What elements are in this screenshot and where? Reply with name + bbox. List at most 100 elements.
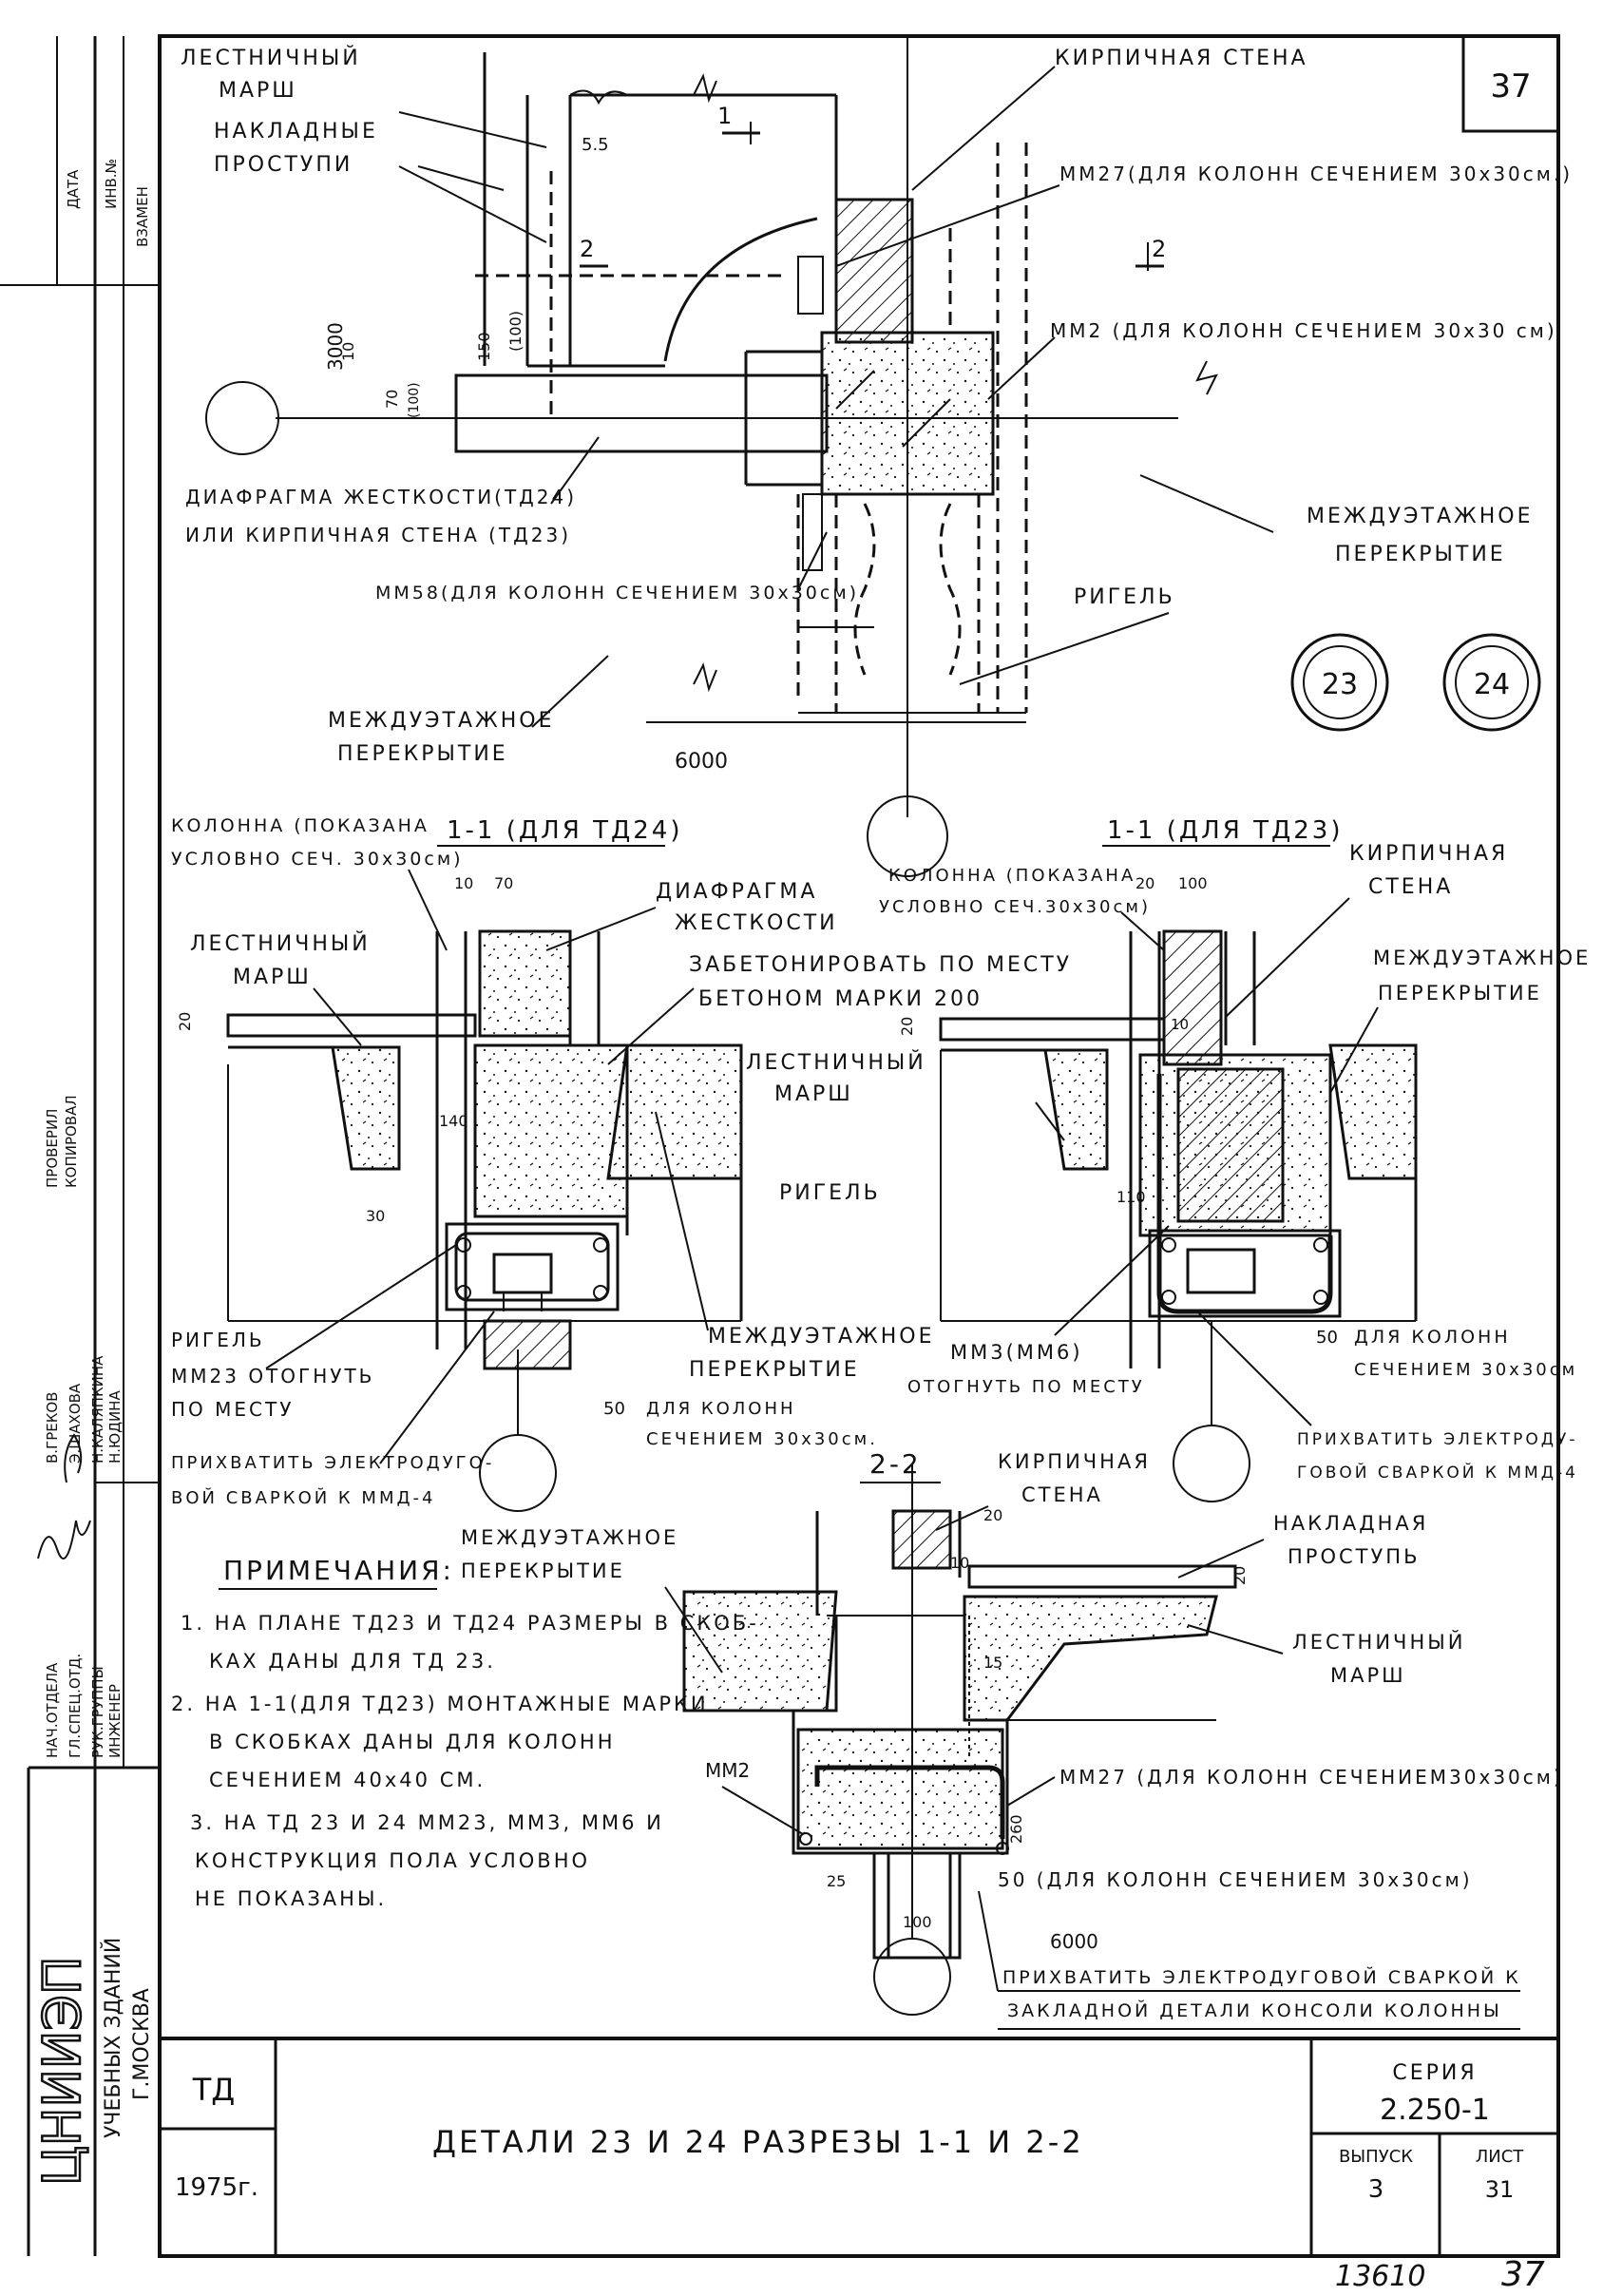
sec-td23-col50: 50 (1316, 1328, 1338, 1348)
sec-td24-mm23-1: ММ23 ОТОГНУТЬ (171, 1365, 374, 1387)
stamp-name-3: Н.КАЛЯПКИНА (89, 1355, 106, 1464)
org-logo: ЦНИИЭП (32, 1956, 92, 2186)
plan-cut-2: 2 (580, 236, 594, 262)
sec-td24-title: 1-1 (ДЛЯ ТД24) (447, 816, 683, 845)
inventory-number: 13610 (1335, 2260, 1425, 2293)
stamp-role-4: ИНЖЕНЕР (106, 1684, 124, 1758)
detail-mark-24-inner (1455, 645, 1529, 719)
notes-title: ПРИМЕЧАНИЯ: (223, 1555, 454, 1586)
stamp-role-3: РУК.ГРУППЫ (89, 1666, 106, 1758)
sec-td23-col50-3: СЕЧЕНИЕМ 30х30см (1354, 1360, 1577, 1380)
sec-td24-weld-1: ПРИХВАТИТЬ ЭЛЕКТРОДУГО- (171, 1453, 494, 1473)
detail-mark-23: 23 (1322, 668, 1358, 701)
sheet-number-bottom: 37 (1501, 2255, 1545, 2294)
sec-td24-diaphragm-2: ЖЕСТКОСТИ (675, 911, 838, 935)
tb-year: 1975г. (175, 2173, 258, 2202)
plan-treads-lbl-1: НАКЛАДНЫЕ (214, 120, 378, 144)
sec-td24-dim-140: 140 (439, 1112, 468, 1130)
plan-mm27-lbl: ММ27(ДЛЯ КОЛОНН СЕЧЕНИЕМ 30х30см.) (1059, 163, 1573, 185)
sec-td23-col50-2: ДЛЯ КОЛОНН (1354, 1327, 1511, 1348)
sec-td23-weld-1: ПРИХВАТИТЬ ЭЛЕКТРОДУ- (1297, 1430, 1578, 1449)
sec-td24-col50: 50 (603, 1399, 625, 1419)
plan-dim-3000: 3000 (324, 322, 347, 371)
plan-dim-100a: (100) (506, 311, 525, 352)
plan-view: ЛЕСТНИЧНЫЙ МАРШ НАКЛАДНЫЕ ПРОСТУПИ КИРПИ… (181, 38, 1573, 877)
sec-td23-brick-2: СТЕНА (1368, 875, 1453, 899)
sec-td24-col50-2: ДЛЯ КОЛОНН (646, 1399, 796, 1419)
sec22-brick-2: СТЕНА (1021, 1483, 1103, 1506)
plan-brick-wall-lbl: КИРПИЧНАЯ СТЕНА (1055, 47, 1308, 70)
plan-treads-lbl-2: ПРОСТУПИ (214, 153, 353, 177)
sec-td23-mm3-1: ММ3(ММ6) (950, 1341, 1083, 1364)
sec-td24-column-1: КОЛОННА (ПОКАЗАНА (171, 815, 429, 836)
sheet-frame: 37 (158, 34, 1560, 2258)
tb-code: ТД (192, 2072, 236, 2108)
sec22-stair-1: ЛЕСТНИЧНЫЙ (1292, 1630, 1465, 1654)
plan-orbrick-lbl: ИЛИ КИРПИЧНАЯ СТЕНА (ТД23) (185, 524, 571, 546)
note-1-line-1: 1. НА ПЛАНЕ ТД23 И ТД24 РАЗМЕРЫ В СКОБ- (181, 1612, 759, 1635)
sec22-dim-15: 15 (983, 1654, 1002, 1672)
sec-td24-concrete-2: БЕТОНОМ МАРКИ 200 (698, 987, 983, 1011)
plan-dim-6000: 6000 (675, 750, 728, 774)
section-1-1-td24: 1-1 (ДЛЯ ТД24) КОЛОННА (ПОКАЗАНА УСЛОВНО… (171, 815, 1069, 1512)
tb-series-label: СЕРИЯ (1392, 2061, 1477, 2085)
sec-td24-stair-2: МАРШ (233, 966, 312, 989)
sec-td23-dim-10: 10 (1171, 1016, 1189, 1033)
sec-td24-floor-1: МЕЖДУЭТАЖНОЕ (708, 1325, 934, 1349)
plan-cut-1: 1 (717, 103, 732, 129)
sec22-tread-1: НАКЛАДНАЯ (1273, 1512, 1428, 1535)
detail-mark-23-outer (1290, 633, 1389, 732)
sec-td24-dim-30: 30 (366, 1207, 385, 1225)
sec22-dim-25: 25 (827, 1872, 846, 1890)
tb-sheet: 31 (1485, 2176, 1515, 2203)
sec22-tread-2: ПРОСТУПЬ (1288, 1545, 1420, 1568)
note-2-line-1: 2. НА 1-1(ДЛЯ ТД23) МОНТАЖНЫЕ МАРКИ (171, 1693, 709, 1715)
tb-issue: 3 (1368, 2175, 1384, 2204)
sec22-dim-6000: 6000 (1050, 1930, 1098, 1953)
plan-diaphragm-lbl: ДИАФРАГМА ЖЕСТКОСТИ(ТД24) (185, 486, 577, 508)
section-1-1-td23: 1-1 (ДЛЯ ТД23) КОЛОННА (ПОКАЗАНА УСЛОВНО… (746, 816, 1588, 1502)
sec-td24-floor-2: ПЕРЕКРЫТИЕ (689, 1358, 860, 1382)
sec-td23-brick-1: КИРПИЧНАЯ (1349, 842, 1508, 866)
sec22-floor-1: МЕЖДУЭТАЖНОЕ (461, 1526, 678, 1549)
sec22-title: 2-2 (869, 1448, 922, 1480)
sec-td24-girder-lbl: РИГЕЛЬ (171, 1329, 265, 1351)
note-2-line-3: СЕЧЕНИЕМ 40х40 СМ. (209, 1769, 486, 1791)
sec-td23-dim-100: 100 (1178, 874, 1208, 892)
note-3-line-3: НЕ ПОКАЗАНЫ. (195, 1887, 387, 1910)
side-stamp: ДАТА ИНВ.№ ВЗАМЕН ПРОВЕРИЛ КОПИРОВАЛ НАЧ… (0, 36, 160, 2256)
sec22-dim-10: 10 (950, 1554, 969, 1572)
plan-floor-bottom-1: МЕЖДУЭТАЖНОЕ (328, 709, 554, 733)
tb-sheet-label: ЛИСТ (1476, 2147, 1525, 2167)
sec-td23-dim-20: 20 (1135, 874, 1155, 892)
stamp-checked: ПРОВЕРИЛ (44, 1109, 61, 1188)
plan-dim-100b: (100) (407, 382, 422, 418)
sec-td24-stair-1: ЛЕСТНИЧНЫЙ (190, 931, 371, 956)
org-sub-1: УЧЕБНЫХ ЗДАНИЙ (101, 1938, 125, 2138)
sec-td24-girder: РИГЕЛЬ (779, 1181, 881, 1205)
detail-mark-24: 24 (1474, 668, 1510, 701)
sec-td23-weld-2: ГОВОЙ СВАРКОЙ К ММД-4 (1297, 1462, 1578, 1483)
sec22-weld-2: ЗАКЛАДНОЙ ДЕТАЛИ КОНСОЛИ КОЛОННЫ (1007, 1999, 1502, 2021)
sec-td24-dim-10: 10 (454, 874, 473, 892)
plan-cut-2b: 2 (1152, 236, 1166, 262)
sec-td24-dim-20: 20 (176, 1012, 194, 1031)
note-3-line-1: 3. НА ТД 23 И 24 ММ23, ММ3, ММ6 И (190, 1811, 664, 1834)
sec-td24-weld-2: ВОЙ СВАРКОЙ К ММД-4 (171, 1487, 436, 1508)
section-2-2: 2-2 МЕЖДУЭТАЖНОЕ ПЕРЕКРЫТИЕ КИРПИЧНАЯ СТ… (461, 1448, 1561, 2030)
detail-mark-24-outer (1442, 633, 1541, 732)
stamp-name-2: Э.ШАХОВА (67, 1383, 84, 1464)
sec22-dim-20: 20 (983, 1506, 1002, 1524)
plan-stair-lbl-2: МАРШ (219, 79, 297, 103)
plan-mm58-lbl: ММ58(ДЛЯ КОЛОНН СЕЧЕНИЕМ 30х30см) (375, 583, 859, 603)
sec-td23-dim-110: 110 (1116, 1188, 1146, 1206)
sec-td24-column-2: УСЛОВНО СЕЧ. 30х30см) (171, 849, 464, 870)
stamp-inv: ИНВ.№ (103, 159, 120, 209)
plan-floor-bottom-2: ПЕРЕКРЫТИЕ (337, 742, 508, 766)
sec-td23-floor-2: ПЕРЕКРЫТИЕ (1378, 982, 1542, 1004)
sec22-dim-100: 100 (903, 1913, 932, 1931)
stamp-role-2: ГЛ.СПЕЦ.ОТД. (67, 1654, 84, 1758)
sec-td24-col50-3: СЕЧЕНИЕМ 30х30см. (646, 1429, 878, 1449)
stamp-replace: ВЗАМЕН (134, 186, 151, 247)
